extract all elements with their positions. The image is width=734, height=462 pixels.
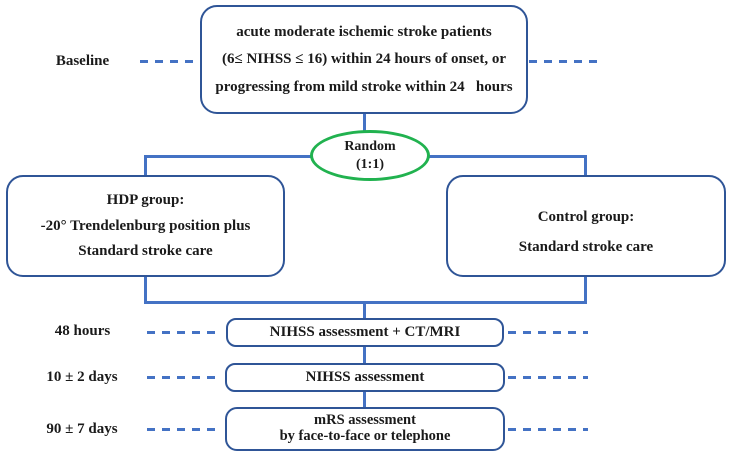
dashed-connector-10d-right (508, 376, 588, 379)
mrs-assessment-line-1: mRS assessment (314, 412, 416, 429)
eligibility-line-1: acute moderate ischemic stroke patients (236, 23, 492, 40)
connector-random-to-control (584, 155, 587, 176)
mrs-assessment-line-2: by face-to-face or telephone (279, 428, 451, 444)
mrs-assessment-box: mRS assessment by face-to-face or teleph… (225, 407, 505, 451)
dashed-connector-10d-left (147, 376, 222, 379)
eligibility-criteria-box: acute moderate ischemic stroke patients … (200, 5, 528, 114)
connector-random-left-horizontal (144, 155, 312, 158)
nihss-assessment-box: NIHSS assessment (225, 363, 505, 392)
dashed-connector-baseline-left (140, 60, 198, 63)
connector-eligibility-to-random (363, 114, 366, 131)
connector-hdp-down (144, 276, 147, 303)
control-line-2: Standard stroke care (518, 238, 654, 255)
connector-random-to-hdp (144, 155, 147, 176)
dashed-connector-48h-left (147, 331, 222, 334)
nihss-ct-assessment-label: NIHSS assessment + CT/MRI (269, 324, 461, 341)
dashed-connector-baseline-right (529, 60, 600, 63)
nihss-assessment-label: NIHSS assessment (305, 369, 425, 386)
dashed-connector-90d-right (508, 428, 588, 431)
eligibility-line-2: (6≤ NIHSS ≤ 16) within 24 hours of onset… (222, 51, 506, 68)
dashed-connector-90d-left (147, 428, 222, 431)
control-line-1: Control group: (537, 209, 635, 225)
timeline-label-48-hours: 48 hours (54, 323, 111, 339)
connector-merge-to-48h (363, 301, 366, 319)
connector-10d-to-90d (363, 391, 366, 408)
hdp-line-3: Standard stroke care (78, 243, 213, 260)
random-ratio: (1:1) (356, 156, 384, 172)
nihss-ct-assessment-box: NIHSS assessment + CT/MRI (226, 318, 504, 347)
connector-merge-horizontal (144, 301, 587, 304)
hdp-line-2: -20° Trendelenburg position plus (40, 217, 251, 234)
connector-control-down (584, 276, 587, 303)
timeline-label-baseline: Baseline (55, 53, 110, 69)
connector-48h-to-10d (363, 346, 366, 364)
hdp-group-box: HDP group: -20° Trendelenburg position p… (6, 175, 285, 277)
hdp-line-1: HDP group: (106, 192, 185, 209)
random-label: Random (344, 138, 396, 154)
connector-random-right-horizontal (429, 155, 586, 158)
control-group-box: Control group: Standard stroke care (446, 175, 726, 277)
dashed-connector-48h-right (508, 331, 588, 334)
timeline-label-90-days: 90 ± 7 days (46, 421, 118, 437)
eligibility-line-3: progressing from mild stroke within 24 h… (215, 78, 513, 95)
randomization-ellipse: Random (1:1) (310, 130, 430, 181)
timeline-label-10-days: 10 ± 2 days (46, 369, 118, 385)
